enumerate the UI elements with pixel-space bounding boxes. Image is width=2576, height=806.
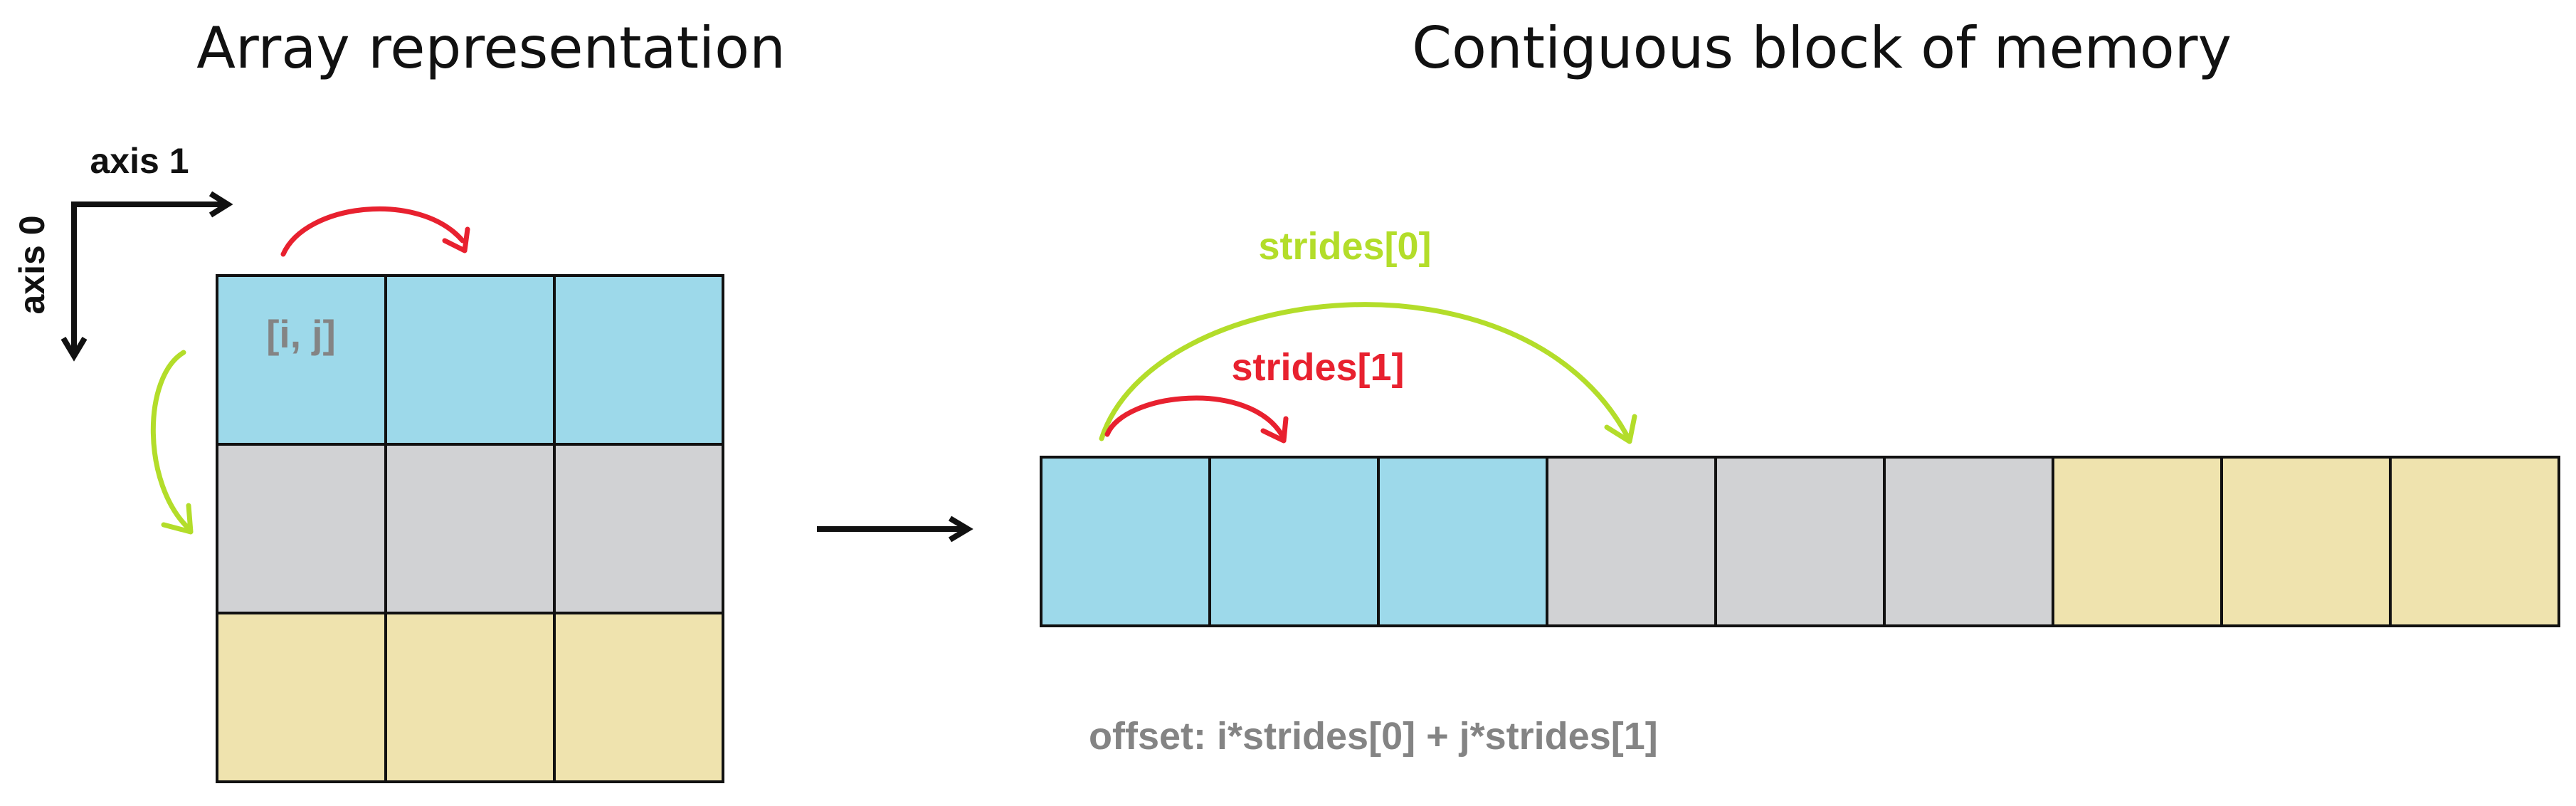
axis-0-stride-arrow xyxy=(150,350,194,535)
array-cell-0-0 xyxy=(216,274,387,446)
memory-cell-4 xyxy=(1714,456,1886,627)
memory-cell-7 xyxy=(2220,456,2392,627)
memory-cell-0 xyxy=(1040,456,1211,627)
memory-cell-6 xyxy=(2052,456,2223,627)
transformation-arrow xyxy=(817,515,973,543)
array-cell-0-1 xyxy=(384,274,556,446)
strides-0-label: strides[0] xyxy=(1258,225,1431,268)
array-grid: [i, j] xyxy=(216,274,724,783)
memory-block xyxy=(1040,456,2560,627)
axis-1-arrowhead xyxy=(208,191,233,218)
strides-1-label: strides[1] xyxy=(1231,346,1404,389)
array-cell-2-2 xyxy=(553,612,724,783)
array-cell-2-1 xyxy=(384,612,556,783)
array-cell-1-0 xyxy=(216,443,387,614)
axis-indicator: axis 1 axis 0 xyxy=(12,141,233,362)
memory-cell-1 xyxy=(1208,456,1380,627)
strides-1-arrow xyxy=(1104,395,1289,444)
offset-formula: offset: i*strides[0] + j*strides[1] xyxy=(1089,715,1658,758)
array-cell-2-0 xyxy=(216,612,387,783)
memory-cell-2 xyxy=(1377,456,1548,627)
axis-0-label: axis 0 xyxy=(12,215,52,314)
axis-1-label: axis 1 xyxy=(90,141,189,181)
array-cell-1-1 xyxy=(384,443,556,614)
array-cell-0-2 xyxy=(553,274,724,446)
memory-cell-3 xyxy=(1546,456,1717,627)
array-row-0 xyxy=(216,274,724,446)
array-row-1 xyxy=(216,443,724,614)
memory-cell-5 xyxy=(1883,456,2054,627)
memory-cell-8 xyxy=(2389,456,2560,627)
memory-block-title: Contiguous block of memory xyxy=(1412,15,2232,81)
axis-1-stride-arrow xyxy=(280,206,470,257)
array-cell-1-2 xyxy=(553,443,724,614)
axis-0-arrowhead xyxy=(60,336,88,362)
array-row-2 xyxy=(216,612,724,783)
array-representation-title: Array representation xyxy=(196,15,786,81)
strides-0-arrow xyxy=(1099,302,1637,444)
index-label: [i, j] xyxy=(266,312,336,356)
